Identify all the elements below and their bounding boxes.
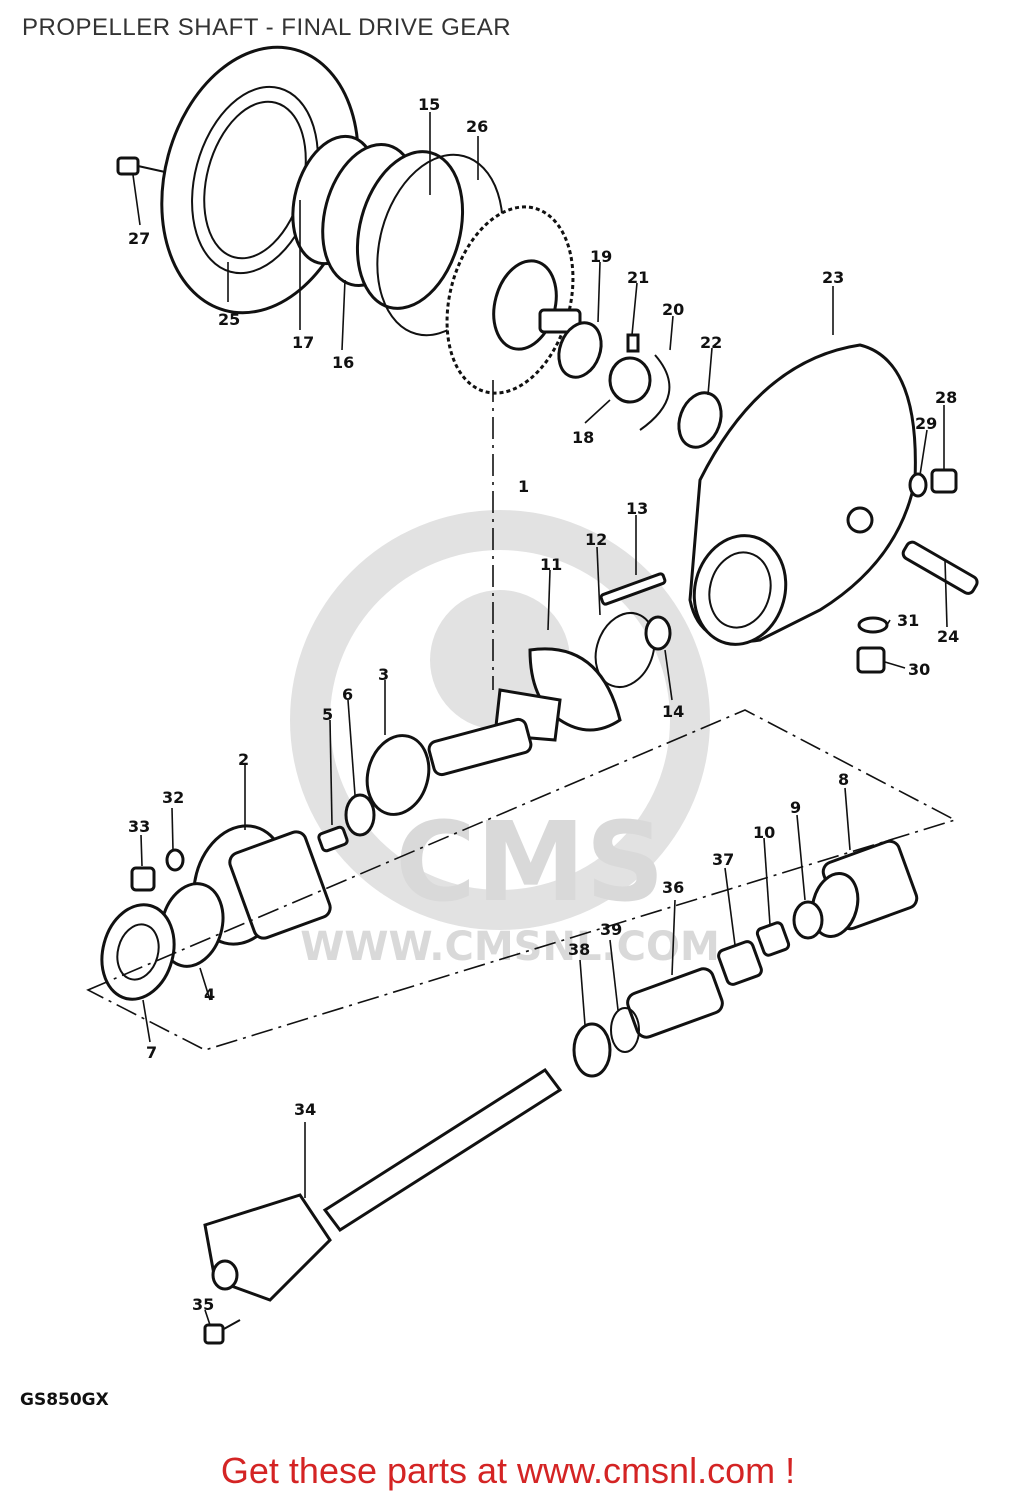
label-7: 7 — [146, 1043, 157, 1062]
label-14: 14 — [662, 702, 684, 721]
label-24: 24 — [937, 627, 959, 646]
label-13: 13 — [626, 499, 648, 518]
label-3: 3 — [378, 665, 389, 684]
label-28: 28 — [935, 388, 957, 407]
part-8-coupling — [810, 839, 919, 938]
part-31-washer — [857, 616, 889, 634]
label-1: 1 — [518, 477, 529, 496]
part-30-drain-plug — [856, 646, 886, 674]
part-12-o-ring — [594, 612, 656, 688]
label-23: 23 — [822, 268, 844, 287]
label-11: 11 — [540, 555, 562, 574]
label-16: 16 — [332, 353, 354, 372]
part-9-washer — [792, 900, 824, 940]
label-21: 21 — [627, 268, 649, 287]
label-10: 10 — [753, 823, 775, 842]
part-32-washer — [165, 848, 185, 872]
part-21-bolt — [626, 333, 640, 353]
part-38-seal — [572, 1022, 612, 1078]
label-8: 8 — [838, 770, 849, 789]
part-22-oil-seal — [677, 391, 723, 449]
part-13-stud — [599, 572, 667, 606]
label-27: 27 — [128, 229, 150, 248]
part-29-gasket — [908, 472, 928, 498]
model-code: GS850GX — [20, 1390, 109, 1410]
label-29: 29 — [915, 414, 937, 433]
label-6: 6 — [342, 685, 353, 704]
watermark-url: WWW.CMSNL.COM — [300, 924, 720, 970]
part-6-ring — [344, 793, 376, 837]
part-23-gear-case — [688, 343, 917, 646]
label-30: 30 — [908, 660, 930, 679]
label-31: 31 — [897, 611, 919, 630]
label-34: 34 — [294, 1100, 316, 1119]
part-24-axle-pin — [901, 540, 979, 595]
label-9: 9 — [790, 798, 801, 817]
label-37: 37 — [712, 850, 734, 869]
part-27-bolt — [116, 156, 166, 176]
part-19-shim — [557, 321, 603, 379]
footer-cta-link[interactable]: Get these parts at www.cmsnl.com ! — [220, 1450, 796, 1491]
label-4: 4 — [204, 985, 215, 1004]
part-28-plug — [930, 468, 958, 494]
label-39: 39 — [600, 920, 622, 939]
watermark-brand: CMS — [395, 798, 664, 926]
part-36-sleeve — [626, 967, 724, 1039]
label-20: 20 — [662, 300, 684, 319]
page-title: PROPELLER SHAFT - FINAL DRIVE GEAR — [22, 14, 512, 41]
label-12: 12 — [585, 530, 607, 549]
part-20-circlip — [639, 354, 671, 431]
label-33: 33 — [128, 817, 150, 836]
label-18: 18 — [572, 428, 594, 447]
part-33-nut — [130, 866, 156, 892]
part-37-spring — [717, 940, 763, 986]
part-34-propeller-shaft — [203, 1067, 563, 1302]
part-3-bearing — [365, 734, 431, 816]
label-25: 25 — [218, 310, 240, 329]
part-1-ring-gear — [445, 205, 582, 395]
part-7-oil-seal — [100, 903, 176, 1001]
part-10-nut — [755, 921, 791, 957]
part-18-bearing — [608, 356, 652, 404]
label-38: 38 — [568, 940, 590, 959]
part-5-spacer — [317, 825, 349, 853]
leader-lines — [132, 112, 948, 1326]
label-5: 5 — [322, 705, 333, 724]
label-26: 26 — [466, 117, 488, 136]
part-35-bolt — [203, 1319, 241, 1345]
label-32: 32 — [162, 788, 184, 807]
label-35: 35 — [192, 1295, 214, 1314]
label-22: 22 — [700, 333, 722, 352]
label-36: 36 — [662, 878, 684, 897]
part-labels: 27 25 17 16 15 26 19 21 20 22 18 23 28 2… — [128, 95, 959, 1314]
label-17: 17 — [292, 333, 314, 352]
label-2: 2 — [238, 750, 249, 769]
drive-pinion — [427, 688, 562, 777]
label-19: 19 — [590, 247, 612, 266]
assembly-box — [86, 709, 958, 1051]
label-15: 15 — [418, 95, 440, 114]
part-39-circlip — [610, 1007, 640, 1053]
part-14-bearing — [644, 615, 672, 651]
